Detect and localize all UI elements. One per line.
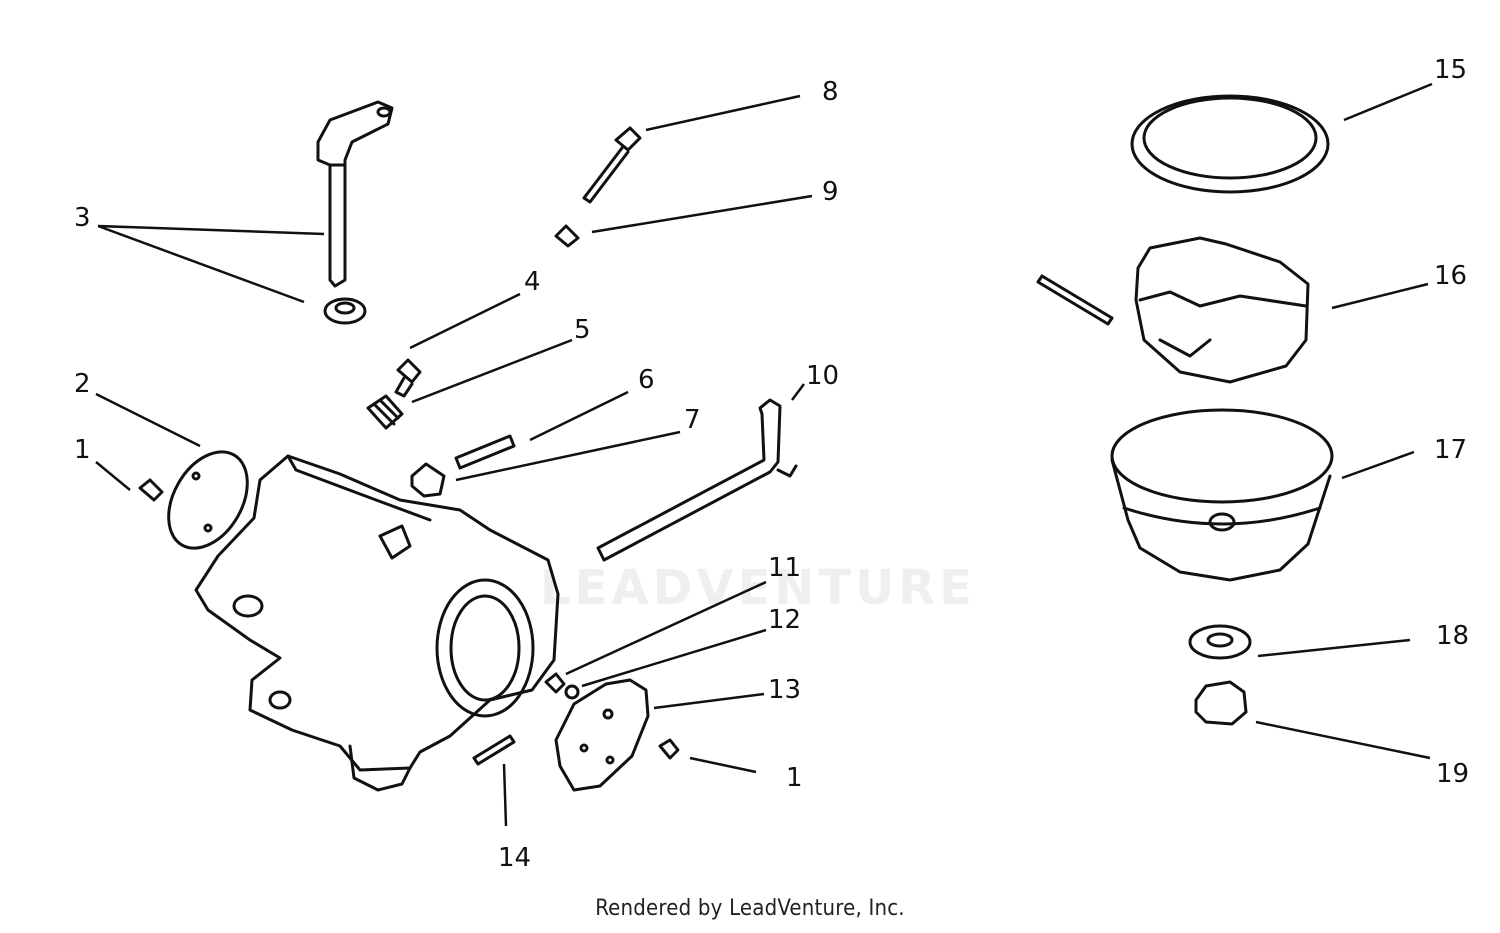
part-5-spring [366, 394, 404, 430]
callout-2: 2 [74, 369, 91, 399]
part-15-gasket [1130, 94, 1330, 194]
part-3-throttle-shaft [316, 100, 394, 325]
callout-4: 4 [524, 267, 541, 297]
callout-10: 10 [806, 361, 839, 391]
part-18-washer [1188, 624, 1252, 660]
part-7-nut [410, 462, 446, 498]
callout-7: 7 [684, 405, 701, 435]
part-16-float-pin [1036, 274, 1114, 326]
part-1-screw-left [138, 478, 164, 502]
callout-12: 12 [768, 605, 801, 635]
part-13-plate [554, 678, 650, 792]
part-10-choke-shaft [596, 398, 798, 562]
callout-16: 16 [1434, 261, 1467, 291]
callout-11: 11 [768, 553, 801, 583]
callout-9: 9 [822, 177, 839, 207]
part-19-bowl-nut [1194, 680, 1248, 726]
callout-5: 5 [574, 315, 591, 345]
callout-14: 14 [498, 843, 531, 873]
part-12-washer [564, 684, 580, 700]
callout-3: 3 [74, 203, 91, 233]
leadventure-watermark: LEADVENTURE [540, 560, 976, 616]
part-2-plate [167, 450, 249, 550]
callout-8: 8 [822, 77, 839, 107]
footer-credit: Rendered by LeadVenture, Inc. [595, 896, 905, 921]
part-17-float-bowl [1110, 408, 1334, 582]
leader-lines [95, 82, 1433, 827]
part-8-screw [582, 126, 642, 204]
part-6-spring [454, 434, 516, 470]
callout-17: 17 [1434, 435, 1467, 465]
part-1-screw-right [658, 738, 680, 760]
part-9-spring [554, 224, 580, 248]
carburetor-body [194, 454, 560, 792]
part-11-spring [544, 672, 566, 694]
callout-15: 15 [1434, 55, 1467, 85]
callout-19: 19 [1436, 759, 1469, 789]
callout-1-left: 1 [74, 435, 91, 465]
part-4-screw [394, 358, 422, 398]
callout-1-right: 1 [786, 763, 803, 793]
callout-6: 6 [638, 365, 655, 395]
callout-18: 18 [1436, 621, 1469, 651]
callout-13: 13 [768, 675, 801, 705]
part-16-float [1134, 236, 1310, 384]
part-14-pin [472, 734, 516, 766]
